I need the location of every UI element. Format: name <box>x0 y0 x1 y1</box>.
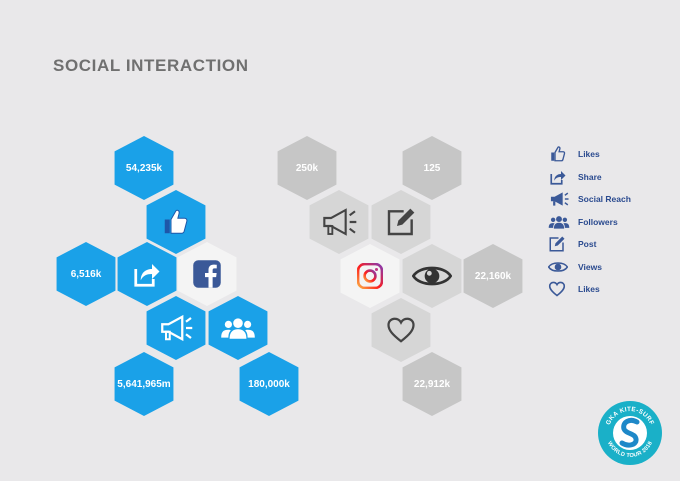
ig-likes-value-hex: 22,912k <box>402 352 462 416</box>
thumbs-up-icon <box>551 146 566 162</box>
fb-likes-icon-hex <box>146 190 206 254</box>
legend-label: Likes <box>578 149 600 160</box>
followers-icon <box>548 215 570 229</box>
legend-label: Share <box>578 171 602 182</box>
legend-label: Post <box>578 239 597 250</box>
ig-reach-value-hex: 250k <box>277 136 337 200</box>
edit-icon <box>549 236 565 252</box>
fb-likes-value-hex: 54,235k <box>114 136 174 200</box>
fb-reach-value: 5,641,965m <box>117 378 171 390</box>
ig-views-value: 22,160k <box>474 270 512 282</box>
share-icon <box>134 264 160 287</box>
legend-item-share: Share <box>548 166 631 189</box>
legend-label: Followers <box>578 216 618 227</box>
ig-views-icon-hex <box>402 244 462 308</box>
fb-share-icon-hex <box>117 242 177 306</box>
megaphone-icon <box>550 192 569 206</box>
heart-icon <box>387 317 415 343</box>
legend-label: Social Reach <box>578 194 631 205</box>
facebook-logo-hex <box>177 242 237 306</box>
fb-followers-icon-hex <box>208 296 268 360</box>
ig-likes-icon-hex <box>371 298 431 362</box>
eye-icon <box>548 261 568 272</box>
heart-icon <box>548 281 566 297</box>
megaphone-icon <box>323 208 357 236</box>
fb-reach-value-hex: 5,641,965m <box>114 352 174 416</box>
fb-share-value-hex: 6,516k <box>56 242 116 306</box>
ig-likes-value: 22,912k <box>413 378 451 390</box>
legend-item-social-reach: Social Reach <box>548 188 631 211</box>
ig-post-icon-hex <box>371 190 431 254</box>
legend-item-followers: Followers <box>548 211 631 234</box>
legend-item-likes: Likes <box>548 143 631 166</box>
gka-world-tour-logo: GKA KITE-SURF WORLD TOUR 2018 <box>598 401 662 465</box>
edit-icon <box>387 208 415 236</box>
megaphone-icon <box>161 314 193 342</box>
ig-reach-icon-hex <box>309 190 369 254</box>
fb-likes-value: 54,235k <box>125 162 163 174</box>
legend-label: Likes <box>578 284 600 295</box>
fb-followers-value-hex: 180,000k <box>239 352 299 416</box>
fb-reach-icon-hex <box>146 296 206 360</box>
fb-share-value: 6,516k <box>70 268 102 280</box>
page-title: SOCIAL INTERACTION <box>53 56 249 75</box>
followers-icon <box>221 318 255 339</box>
legend-label: Views <box>578 261 602 272</box>
eye-icon <box>412 266 452 286</box>
facebook-icon <box>193 260 221 288</box>
legend: Likes Share Social Reach <box>548 143 631 301</box>
share-icon <box>550 170 566 185</box>
legend-item-likes-heart: Likes <box>548 278 631 301</box>
ig-post-value-hex: 125 <box>402 136 462 200</box>
ig-views-value-hex: 22,160k <box>463 244 523 308</box>
instagram-icon <box>357 263 383 289</box>
legend-item-views: Views <box>548 256 631 279</box>
ig-reach-value: 250k <box>295 162 319 174</box>
fb-followers-value: 180,000k <box>248 378 290 390</box>
instagram-logo-hex <box>340 244 400 308</box>
legend-item-post: Post <box>548 233 631 256</box>
ig-post-value: 125 <box>423 162 441 174</box>
thumbs-up-icon <box>164 209 188 234</box>
